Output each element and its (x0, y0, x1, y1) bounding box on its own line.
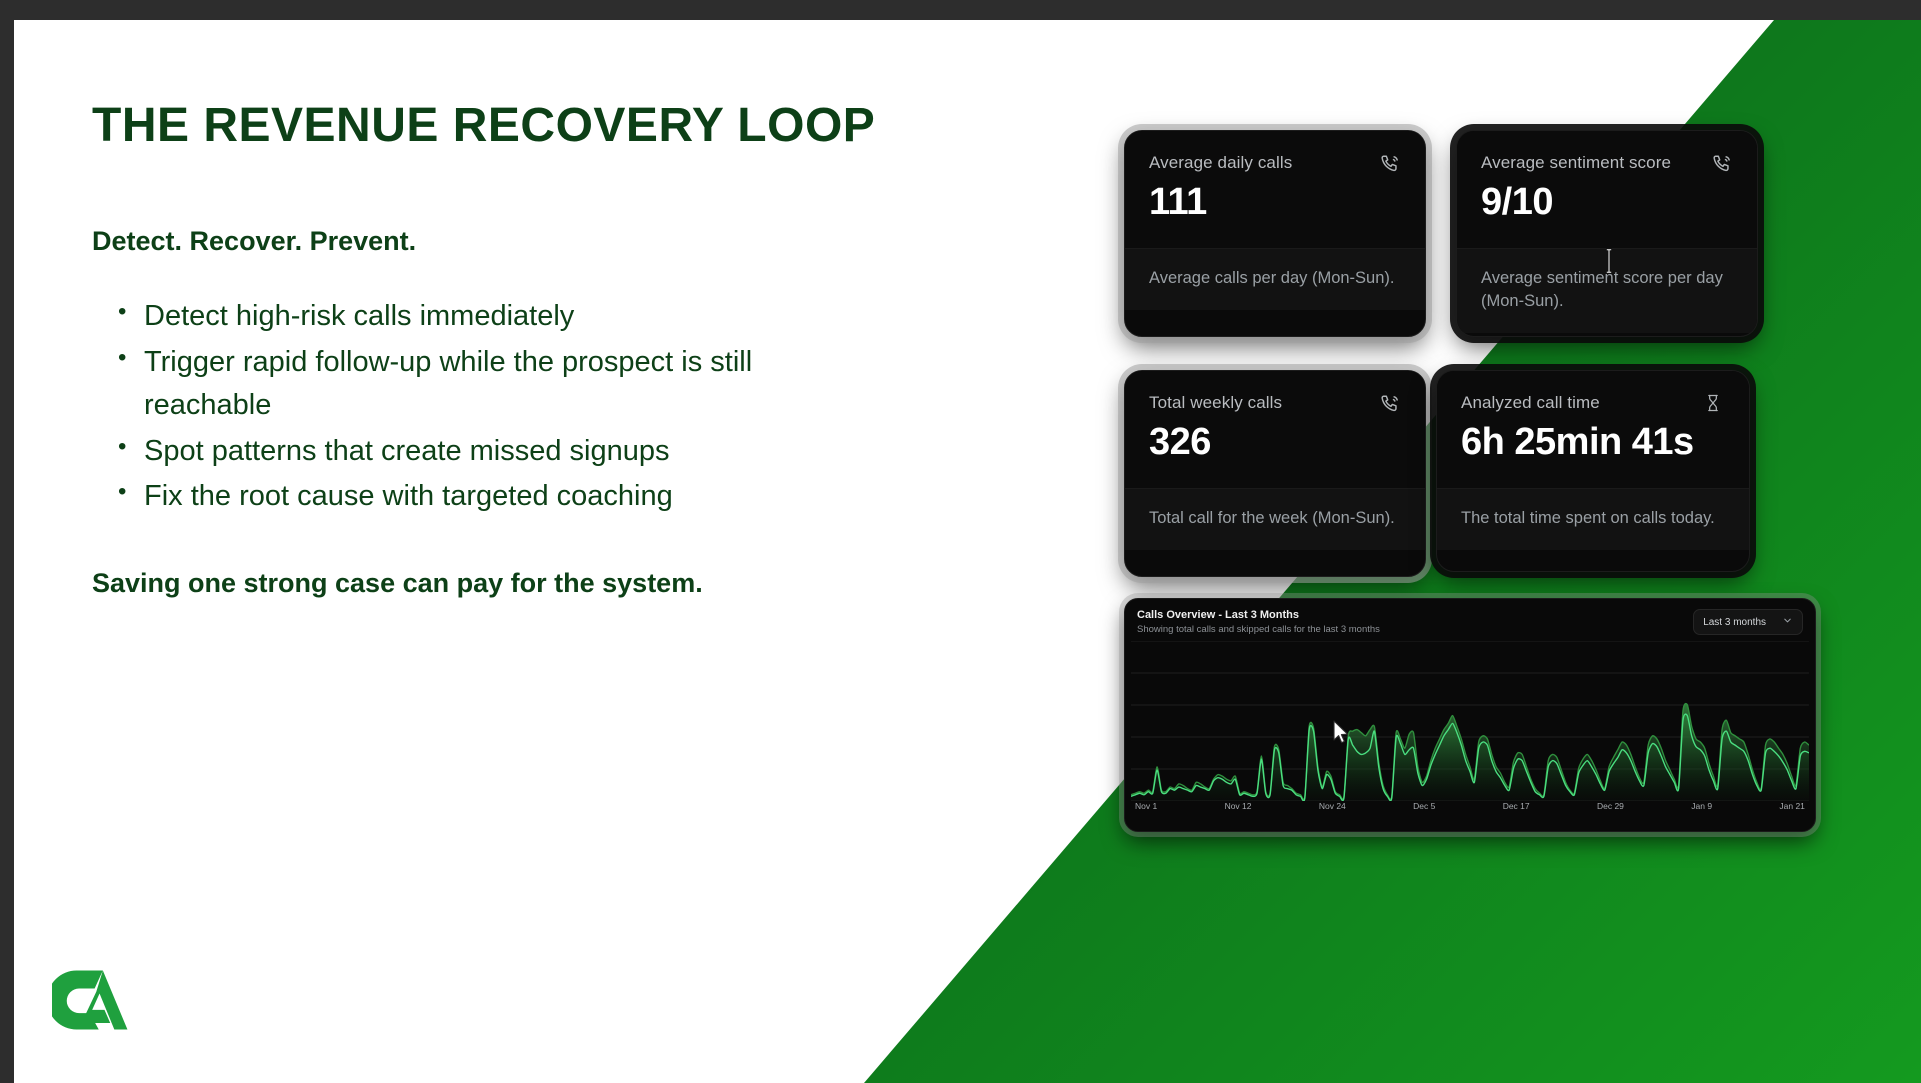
chart-range-value: Last 3 months (1703, 616, 1766, 628)
phone-ringing-icon (1711, 153, 1733, 175)
chart-subtitle: Showing total calls and skipped calls fo… (1137, 624, 1380, 635)
kpi-description: Average sentiment score per day (Mon-Sun… (1457, 249, 1757, 333)
kpi-label: Analyzed call time (1461, 393, 1600, 412)
x-axis-tick-label: Dec 29 (1596, 801, 1624, 811)
list-item: Detect high-risk calls immediately (118, 294, 844, 339)
slide-closing-statement: Saving one strong case can pay for the s… (92, 567, 703, 598)
chart-header-text: Calls Overview - Last 3 Months Showing t… (1137, 609, 1380, 635)
slide-subheading: Detect. Recover. Prevent. (92, 225, 417, 256)
kpi-value: 111 (1149, 181, 1207, 223)
kpi-card-average-sentiment-score[interactable]: Average sentiment score 9/10 Average sen… (1456, 130, 1758, 337)
kpi-label: Average daily calls (1149, 153, 1293, 172)
kpi-header-row: Average sentiment score (1481, 153, 1733, 175)
ca-logo (47, 959, 134, 1041)
calls-overview-chart-card: Calls Overview - Last 3 Months Showing t… (1124, 598, 1816, 832)
phone-ringing-icon (1379, 153, 1401, 175)
kpi-card-total-weekly-calls[interactable]: Total weekly calls 326 Total call for th… (1124, 370, 1426, 577)
chart-title: Calls Overview - Last 3 Months (1137, 609, 1299, 621)
chevron-down-icon (1782, 615, 1793, 629)
kpi-label: Total weekly calls (1149, 393, 1283, 412)
bullet-list: Detect high-risk calls immediately Trigg… (92, 294, 912, 519)
x-axis-tick-label: Dec 5 (1413, 801, 1436, 811)
slide-canvas: THE REVENUE RECOVERY LOOP Detect. Recove… (14, 20, 1921, 1083)
hourglass-icon (1703, 393, 1725, 415)
x-axis-tick-label: Jan 9 (1691, 801, 1713, 811)
list-item: Trigger rapid follow-up while the prospe… (118, 340, 844, 428)
kpi-header-row: Average daily calls (1149, 153, 1401, 175)
x-axis-tick-label: Nov 24 (1318, 801, 1346, 811)
kpi-value: 6h 25min 41s (1461, 421, 1694, 463)
kpi-header-row: Total weekly calls (1149, 393, 1401, 415)
kpi-card-analyzed-call-time[interactable]: Analyzed call time 6h 25min 41s The tota… (1436, 370, 1750, 572)
kpi-value: 9/10 (1481, 181, 1553, 223)
chart-x-axis: Nov 1 Nov 12 Nov 24 Dec 5 Dec 17 Dec 29 Jan 9 J… (1125, 801, 1815, 819)
x-axis-tick-label: Dec 17 (1502, 801, 1530, 811)
kpi-card-top: Total weekly calls 326 (1125, 371, 1425, 489)
kpi-description: Total call for the week (Mon-Sun). (1125, 489, 1425, 550)
phone-ringing-icon (1379, 393, 1401, 415)
page-title: THE REVENUE RECOVERY LOOP (92, 99, 876, 152)
list-item: Fix the root cause with targeted coachin… (118, 474, 844, 519)
chart-line-1 (1131, 704, 1809, 800)
kpi-card-top: Analyzed call time 6h 25min 41s (1437, 371, 1749, 489)
kpi-description: The total time spent on calls today. (1437, 489, 1749, 550)
kpi-label: Average sentiment score (1481, 153, 1672, 172)
x-axis-tick-label: Jan 21 (1779, 801, 1805, 811)
kpi-card-top: Average sentiment score 9/10 (1457, 131, 1757, 249)
chart-series-layer (1131, 704, 1809, 801)
slide-text-column: THE REVENUE RECOVERY LOOP Detect. Recove… (92, 99, 912, 599)
chart-area-2 (1131, 714, 1809, 801)
chart-svg (1131, 641, 1809, 801)
x-axis-tick-label: Nov 12 (1224, 801, 1252, 811)
chart-header: Calls Overview - Last 3 Months Showing t… (1125, 599, 1815, 639)
kpi-card-top: Average daily calls 111 (1125, 131, 1425, 249)
kpi-header-row: Analyzed call time (1461, 393, 1725, 415)
kpi-description: Average calls per day (Mon-Sun). (1125, 249, 1425, 310)
list-item: Spot patterns that create missed signups (118, 429, 844, 474)
chart-plot-area (1131, 641, 1809, 801)
kpi-value: 326 (1149, 421, 1211, 463)
chart-line-2 (1131, 714, 1809, 801)
chart-range-dropdown[interactable]: Last 3 months (1693, 609, 1803, 635)
x-axis-tick-label: Nov 1 (1135, 801, 1158, 811)
kpi-card-average-daily-calls[interactable]: Average daily calls 111 Average calls pe… (1124, 130, 1426, 337)
dashboard-mockup: Average daily calls 111 Average calls pe… (1124, 130, 1914, 980)
